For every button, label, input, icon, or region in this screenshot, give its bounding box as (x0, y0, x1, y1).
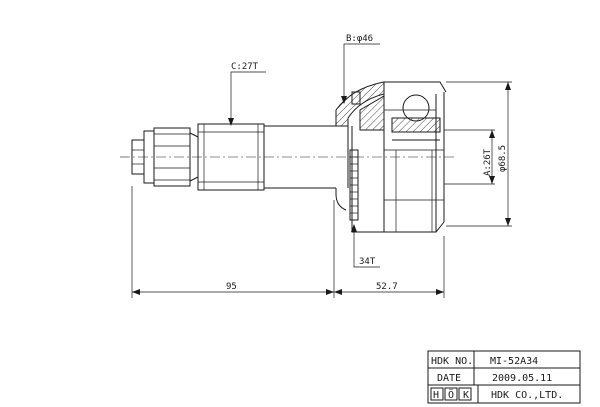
date-label: DATE (437, 373, 461, 384)
abs-tone-ring (349, 149, 359, 221)
title-block (427, 350, 581, 404)
date-value: 2009.05.11 (492, 373, 552, 384)
dim-left-label: 95 (226, 282, 237, 292)
a-label: A:26T (483, 148, 493, 176)
hdk-no-label: HDK NO. (431, 356, 473, 367)
dia-label: φ68.5 (498, 145, 508, 172)
dim-right-label: 52.7 (376, 282, 398, 292)
leader-b (341, 43, 380, 105)
dimension-95 (131, 186, 335, 298)
leader-c (228, 71, 266, 126)
company-name: HDK CO.,LTD. (491, 390, 563, 401)
b-label: B:φ46 (346, 34, 373, 44)
logo-text: HÖK (433, 388, 469, 401)
inner-race (359, 94, 441, 141)
hdk-no-value: MI-52A34 (490, 356, 538, 367)
teeth-label: 34T (359, 257, 376, 267)
c-label: C:27T (231, 62, 259, 72)
dimension-diameter (446, 81, 512, 227)
shaft-spline-end (131, 127, 199, 187)
leader-34t (351, 224, 380, 268)
shaft-body (264, 125, 336, 189)
hdk-logo: HÖK (430, 387, 472, 401)
dimension-52-7 (334, 236, 445, 298)
leader-a (444, 129, 495, 185)
